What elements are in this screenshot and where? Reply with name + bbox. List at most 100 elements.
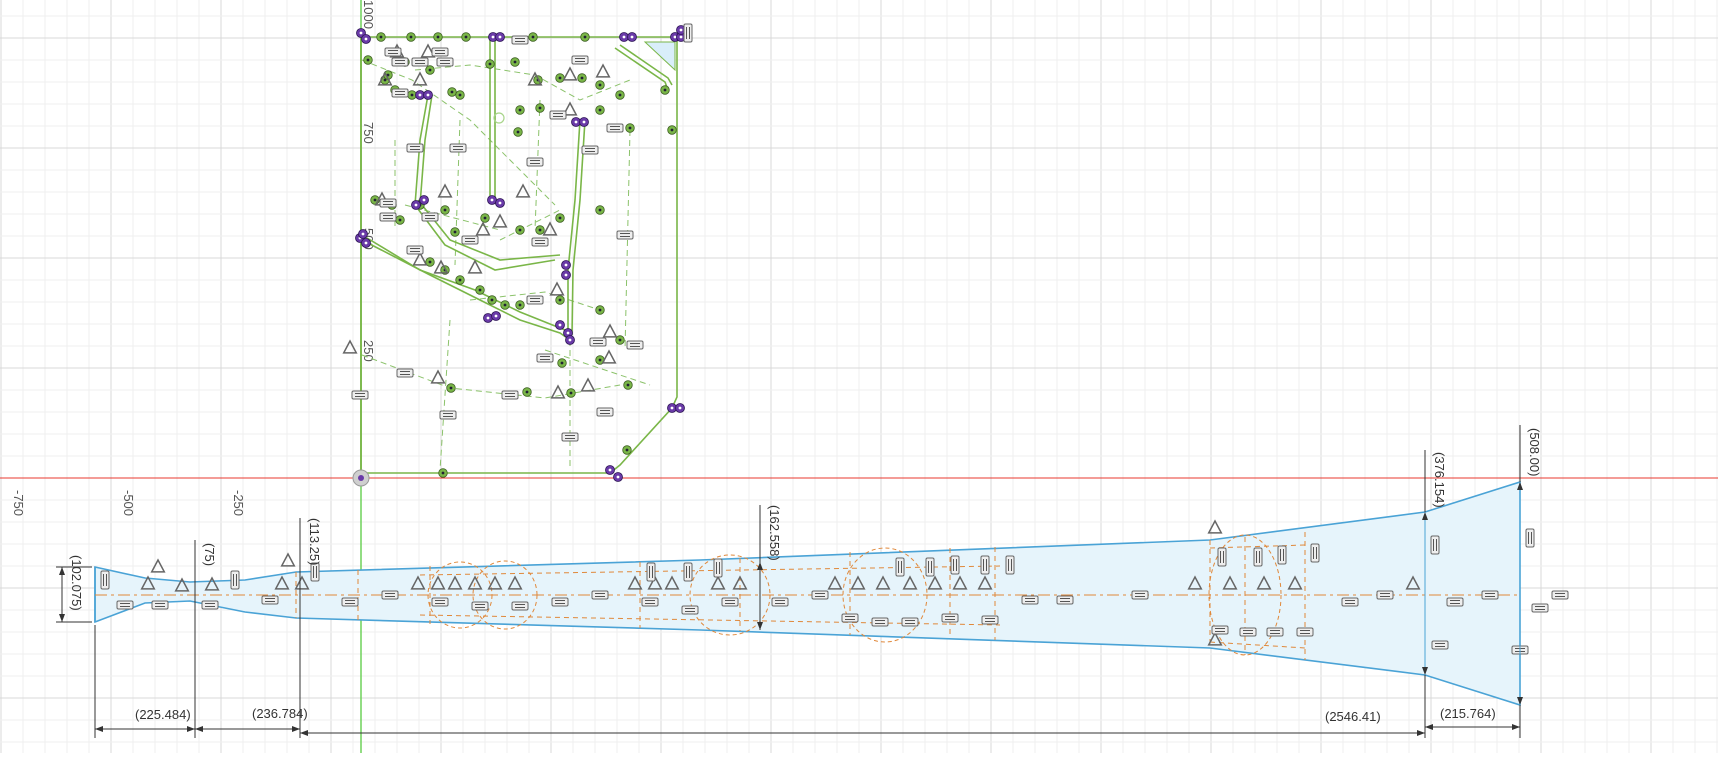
constraint-triangle	[850, 575, 866, 590]
constraint-triangle	[150, 558, 166, 573]
constraint-triangle	[294, 575, 310, 590]
fixed-point-center	[490, 198, 494, 202]
sketch-point-center	[490, 298, 494, 302]
dimension-label[interactable]: (75)	[202, 543, 217, 566]
fixed-point-center	[426, 93, 430, 97]
constraint-equal	[561, 432, 579, 442]
constraint-equal	[431, 597, 449, 607]
constraint-triangle	[527, 71, 543, 86]
dimension-label[interactable]: (2546.41)	[1325, 709, 1381, 724]
constraint-equal	[841, 613, 859, 623]
sketch-points	[363, 32, 677, 478]
sketch-point-center	[409, 35, 413, 39]
sketch-point-center	[458, 93, 462, 97]
dimension-label[interactable]: (215.764)	[1440, 706, 1496, 721]
sketch-point-center	[558, 76, 562, 80]
constraint-equal	[681, 605, 699, 615]
constraint-equal	[1211, 625, 1229, 635]
constraint-equal	[116, 600, 134, 610]
sketch-circle[interactable]	[493, 112, 505, 124]
constraint-equal	[1446, 597, 1464, 607]
dimension-label[interactable]: (236.784)	[252, 706, 308, 721]
constraint-equal	[406, 143, 424, 153]
fixed-point-center	[582, 120, 586, 124]
dimension-label[interactable]: (376.154)	[1432, 452, 1447, 508]
profile-sketch[interactable]	[342, 23, 693, 487]
sketch-point-center	[443, 208, 447, 212]
constraint-equal	[511, 35, 529, 45]
x-tick-label: -500	[121, 490, 136, 516]
constraint-triangle	[280, 552, 296, 567]
constraint-equal	[421, 212, 439, 222]
sketch-point-center	[373, 198, 377, 202]
sketch-point-center	[558, 216, 562, 220]
dimension-arrows	[59, 482, 1523, 736]
constraint-equal	[526, 295, 544, 305]
sketch-point-center	[583, 35, 587, 39]
sketch-point-center	[525, 390, 529, 394]
constraint-parallel	[1310, 543, 1320, 563]
dimension-label[interactable]: (508.00)	[1527, 428, 1542, 476]
fixed-point-center	[679, 28, 683, 32]
constraint-triangle	[827, 575, 843, 590]
sketch-point-center	[383, 78, 387, 82]
constraint-triangle	[1207, 631, 1223, 646]
constraint-parallel	[895, 557, 905, 577]
constraint-triangle	[1287, 575, 1303, 590]
constraint-triangle	[977, 575, 993, 590]
sketch-point-center	[458, 278, 462, 282]
constraint-equal	[384, 47, 402, 57]
constraint-equal	[721, 597, 739, 607]
sketch-point-center	[618, 338, 622, 342]
sketch-point-center	[478, 288, 482, 292]
constraint-equal	[439, 410, 457, 420]
constraint-equal	[201, 600, 219, 610]
sketch-point-center	[518, 108, 522, 112]
profile-region[interactable]	[643, 41, 676, 72]
sketch-point-center	[518, 303, 522, 307]
constraint-triangle	[412, 251, 428, 266]
constraint-triangle	[710, 575, 726, 590]
x-tick-label: -250	[231, 490, 246, 516]
fixed-point-center	[364, 241, 368, 245]
dimension-label[interactable]: (162.558)	[767, 505, 782, 561]
constraint-equal	[391, 88, 409, 98]
constraint-triangle	[1256, 575, 1272, 590]
taper-sketch[interactable]	[94, 480, 1569, 707]
fixed-point-center	[673, 35, 677, 39]
fixed-point-center	[679, 35, 683, 39]
constraint-equal	[589, 337, 607, 347]
constraint-equal	[351, 390, 369, 400]
constraint-equal	[1551, 590, 1569, 600]
constraint-triangle	[467, 575, 483, 590]
fixed-point-center	[418, 93, 422, 97]
constraint-triangle	[902, 575, 918, 590]
fixed-point-center	[630, 35, 634, 39]
constraint-equal	[436, 57, 454, 67]
constraint-triangle	[204, 576, 220, 591]
dimension-label[interactable]: (113.25)	[307, 518, 322, 565]
y-tick-label: 250	[361, 340, 376, 362]
constraint-triangle	[875, 575, 891, 590]
constraint-triangle	[595, 63, 611, 78]
sketch-point-center	[598, 358, 602, 362]
constraint-triangle	[550, 384, 566, 399]
constraint-equal	[449, 143, 467, 153]
sketch-point-center	[450, 90, 454, 94]
constraint-equal	[501, 390, 519, 400]
dimension-label[interactable]: (225.484)	[135, 707, 191, 722]
sketch-point-center	[598, 83, 602, 87]
dimension-label[interactable]: (102.075)	[69, 555, 84, 611]
fixed-point-center	[414, 203, 418, 207]
constraint-triangle	[1405, 575, 1421, 590]
sketch-point-center	[580, 76, 584, 80]
constraint-equal	[379, 212, 397, 222]
constraint-parallel	[1005, 555, 1015, 575]
constraint-equal	[261, 595, 279, 605]
sketch-point-center	[488, 62, 492, 66]
constraint-equal	[811, 590, 829, 600]
sketch-point-center	[366, 58, 370, 62]
section-ellipses	[427, 534, 1282, 656]
